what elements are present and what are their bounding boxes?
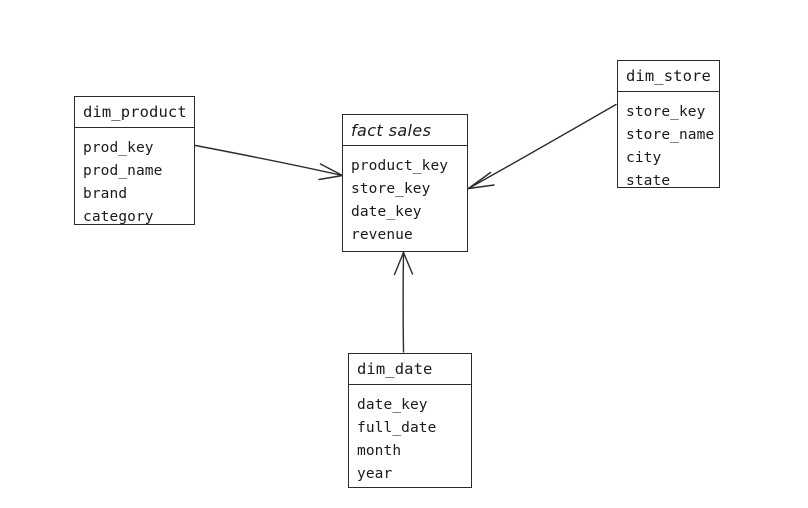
field-row: store_key	[351, 181, 431, 197]
entity-dim-product[interactable]: dim_product prod_key prod_name brand cat…	[74, 96, 195, 225]
edge-store-to-fact	[467, 103, 617, 190]
field-row: product_key	[351, 158, 449, 174]
field-row: date_key	[357, 397, 428, 413]
entity-fields-dim-store: store_key store_name city state	[618, 92, 719, 202]
field-row: month	[357, 443, 402, 459]
entity-fact-sales[interactable]: fact sales product_key store_key date_ke…	[342, 114, 468, 252]
arrowhead-stroke	[467, 184, 495, 190]
arrowhead-stroke	[319, 163, 344, 177]
field-row: full_date	[357, 420, 437, 436]
field-row: revenue	[351, 227, 413, 243]
edge-date-to-fact	[393, 251, 414, 353]
field-row: prod_key	[83, 140, 154, 156]
entity-title-dim-product: dim_product	[75, 97, 194, 128]
arrowhead-stroke	[318, 174, 344, 181]
field-row: year	[357, 466, 393, 482]
field-row: city	[626, 150, 662, 166]
field-row: store_name	[626, 127, 715, 143]
field-row: brand	[83, 186, 128, 202]
entity-title-dim-store: dim_store	[618, 61, 719, 92]
field-row: category	[83, 209, 154, 225]
entity-dim-store[interactable]: dim_store store_key store_name city stat…	[617, 60, 720, 189]
entity-fields-dim-date: date_key full_date month year	[349, 385, 471, 495]
field-row: state	[626, 173, 671, 189]
field-row: prod_name	[83, 163, 163, 179]
entity-fields-fact-sales: product_key store_key date_key revenue	[343, 146, 467, 256]
field-row: date_key	[351, 204, 422, 220]
entity-title-dim-date: dim_date	[349, 354, 471, 385]
field-row: store_key	[626, 104, 706, 120]
entity-title-fact-sales: fact sales	[343, 115, 467, 146]
edge-product-to-fact	[194, 144, 344, 181]
arrowhead-stroke	[467, 171, 492, 190]
entity-dim-date[interactable]: dim_date date_key full_date month year	[348, 353, 472, 488]
entity-fields-dim-product: prod_key prod_name brand category	[75, 128, 194, 238]
